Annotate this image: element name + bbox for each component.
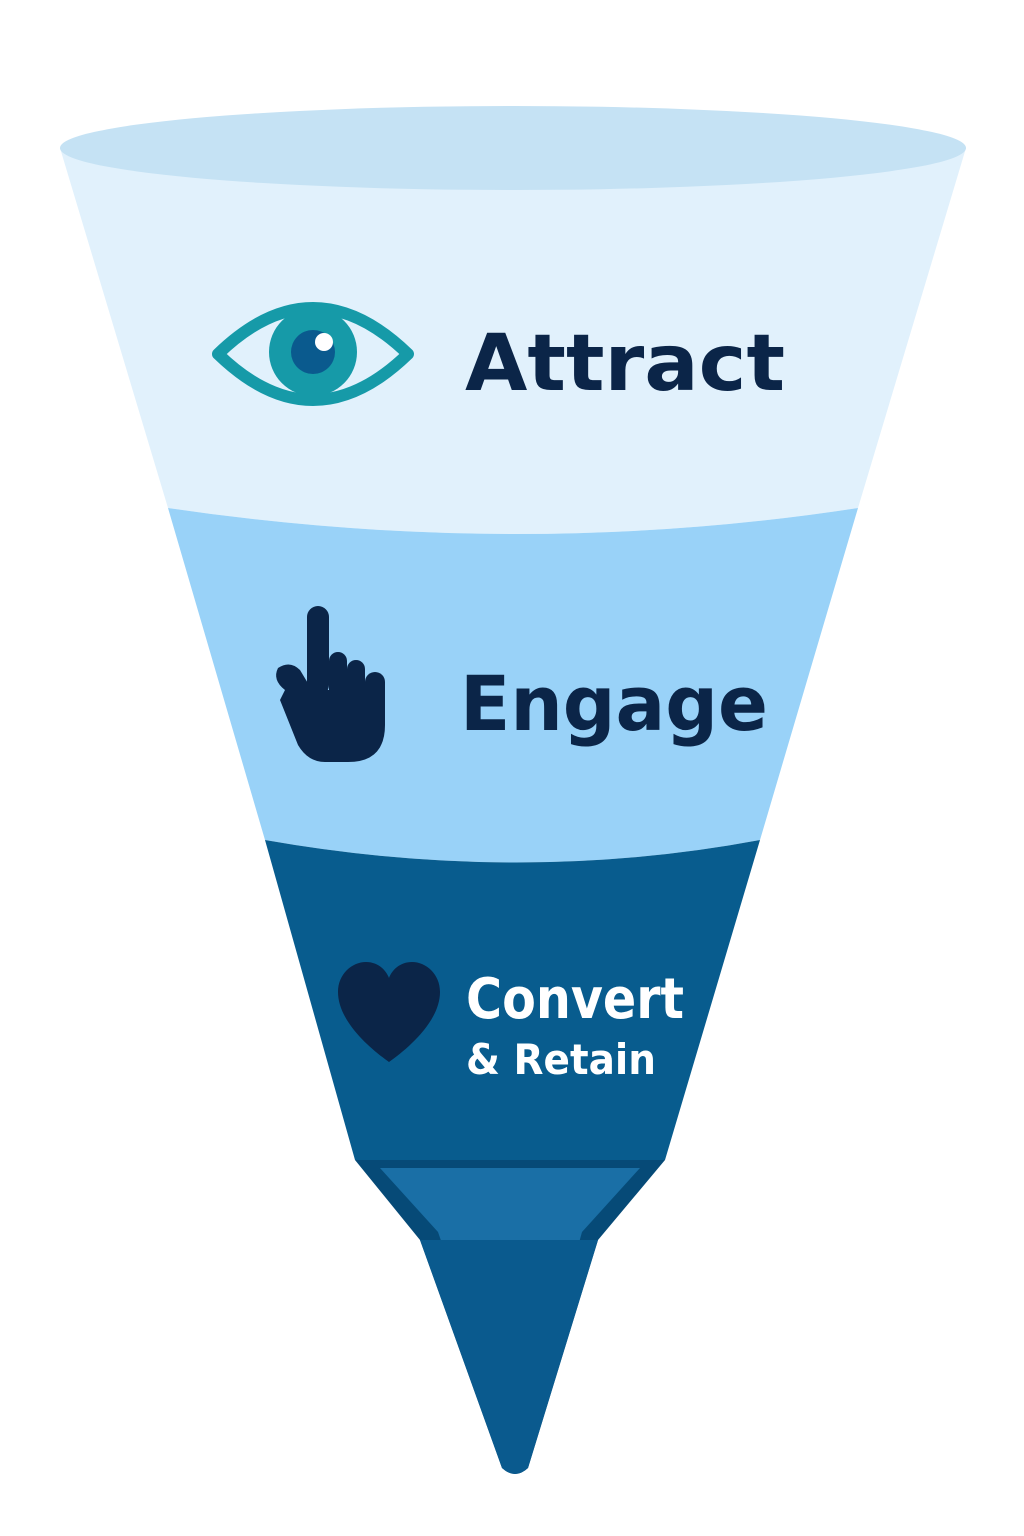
- eye-icon: [212, 302, 414, 406]
- stage-label-attract: Attract: [465, 319, 785, 409]
- stage-label-retain: & Retain: [466, 1035, 656, 1084]
- stage-label-convert: Convert: [466, 967, 684, 1032]
- stage-label-engage: Engage: [460, 659, 768, 748]
- stage-engage-band: [168, 508, 858, 863]
- stage-convert-band: [265, 840, 760, 1160]
- funnel-rim: [60, 106, 966, 190]
- heart-icon: [338, 962, 440, 1062]
- pointing-hand-icon: [276, 606, 385, 762]
- funnel-spout-core: [420, 1240, 598, 1474]
- stage-attract-band: [60, 148, 966, 534]
